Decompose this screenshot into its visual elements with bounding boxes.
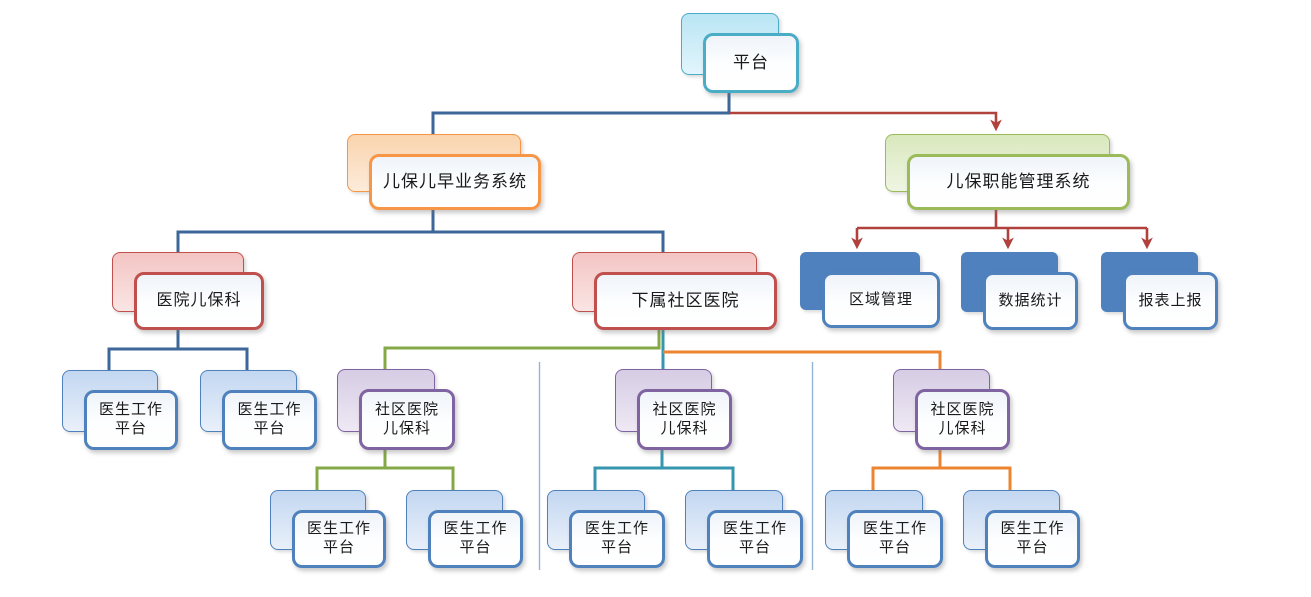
node-clinic-3-label: 社区医院 儿保科 [915,389,1010,450]
node-management-system-label: 儿保职能管理系统 [907,154,1130,210]
node-doctor-c2: 医生工作 平台 [685,490,803,568]
node-business-system: 儿保儿早业务系统 [347,134,541,210]
node-community-hospitals: 下属社区医院 [572,252,777,330]
node-clinic-2-label: 社区医院 儿保科 [637,389,732,450]
node-doctor-c2-label: 医生工作 平台 [707,510,803,568]
node-report-upload: 报表上报 [1101,252,1218,330]
node-business-system-label: 儿保儿早业务系统 [369,154,541,210]
edge-clinic2-doctors [593,450,735,490]
edge-management-trunk [857,210,1147,230]
node-data-stats-label: 数据统计 [983,272,1078,330]
node-doctor-c1: 医生工作 平台 [547,490,665,568]
edge-community-clinic3 [663,350,942,369]
node-hospital-dept-label: 医院儿保科 [134,272,264,330]
edge-business-children [176,210,665,252]
edge-clinic3-doctors [871,450,1012,490]
node-community-hospitals-label: 下属社区医院 [594,272,777,330]
node-doctor-b1: 医生工作 平台 [270,490,386,568]
edge-platform-business [431,93,731,134]
node-doctor-a2-label: 医生工作 平台 [222,390,317,450]
node-platform-label: 平台 [703,33,799,93]
edge-platform-management [729,111,1002,132]
node-hospital-dept: 医院儿保科 [112,252,264,330]
node-region-mgmt-label: 区域管理 [822,272,940,328]
node-data-stats: 数据统计 [961,252,1078,330]
node-doctor-b2-label: 医生工作 平台 [428,510,523,568]
node-doctor-a2: 医生工作 平台 [200,370,317,450]
edge-community-clinic1 [383,330,661,369]
node-clinic-1-label: 社区医院 儿保科 [359,389,455,450]
node-clinic-2: 社区医院 儿保科 [615,369,732,450]
node-doctor-d2-label: 医生工作 平台 [985,510,1080,568]
edge-hospital-doctors [107,330,249,370]
node-platform: 平台 [681,13,799,93]
node-clinic-1: 社区医院 儿保科 [337,369,455,450]
node-doctor-b1-label: 医生工作 平台 [292,510,386,568]
node-doctor-b2: 医生工作 平台 [406,490,523,568]
node-region-mgmt: 区域管理 [800,252,940,328]
node-doctor-d1: 医生工作 平台 [825,490,943,568]
node-report-upload-label: 报表上报 [1123,272,1218,330]
node-doctor-a1-label: 医生工作 平台 [84,390,178,450]
node-doctor-c1-label: 医生工作 平台 [569,510,665,568]
node-doctor-d1-label: 医生工作 平台 [847,510,943,568]
node-doctor-a1: 医生工作 平台 [62,370,178,450]
node-doctor-d2: 医生工作 平台 [963,490,1080,568]
edge-clinic1-doctors [315,450,455,490]
node-management-system: 儿保职能管理系统 [885,134,1130,210]
node-clinic-3: 社区医院 儿保科 [893,369,1010,450]
